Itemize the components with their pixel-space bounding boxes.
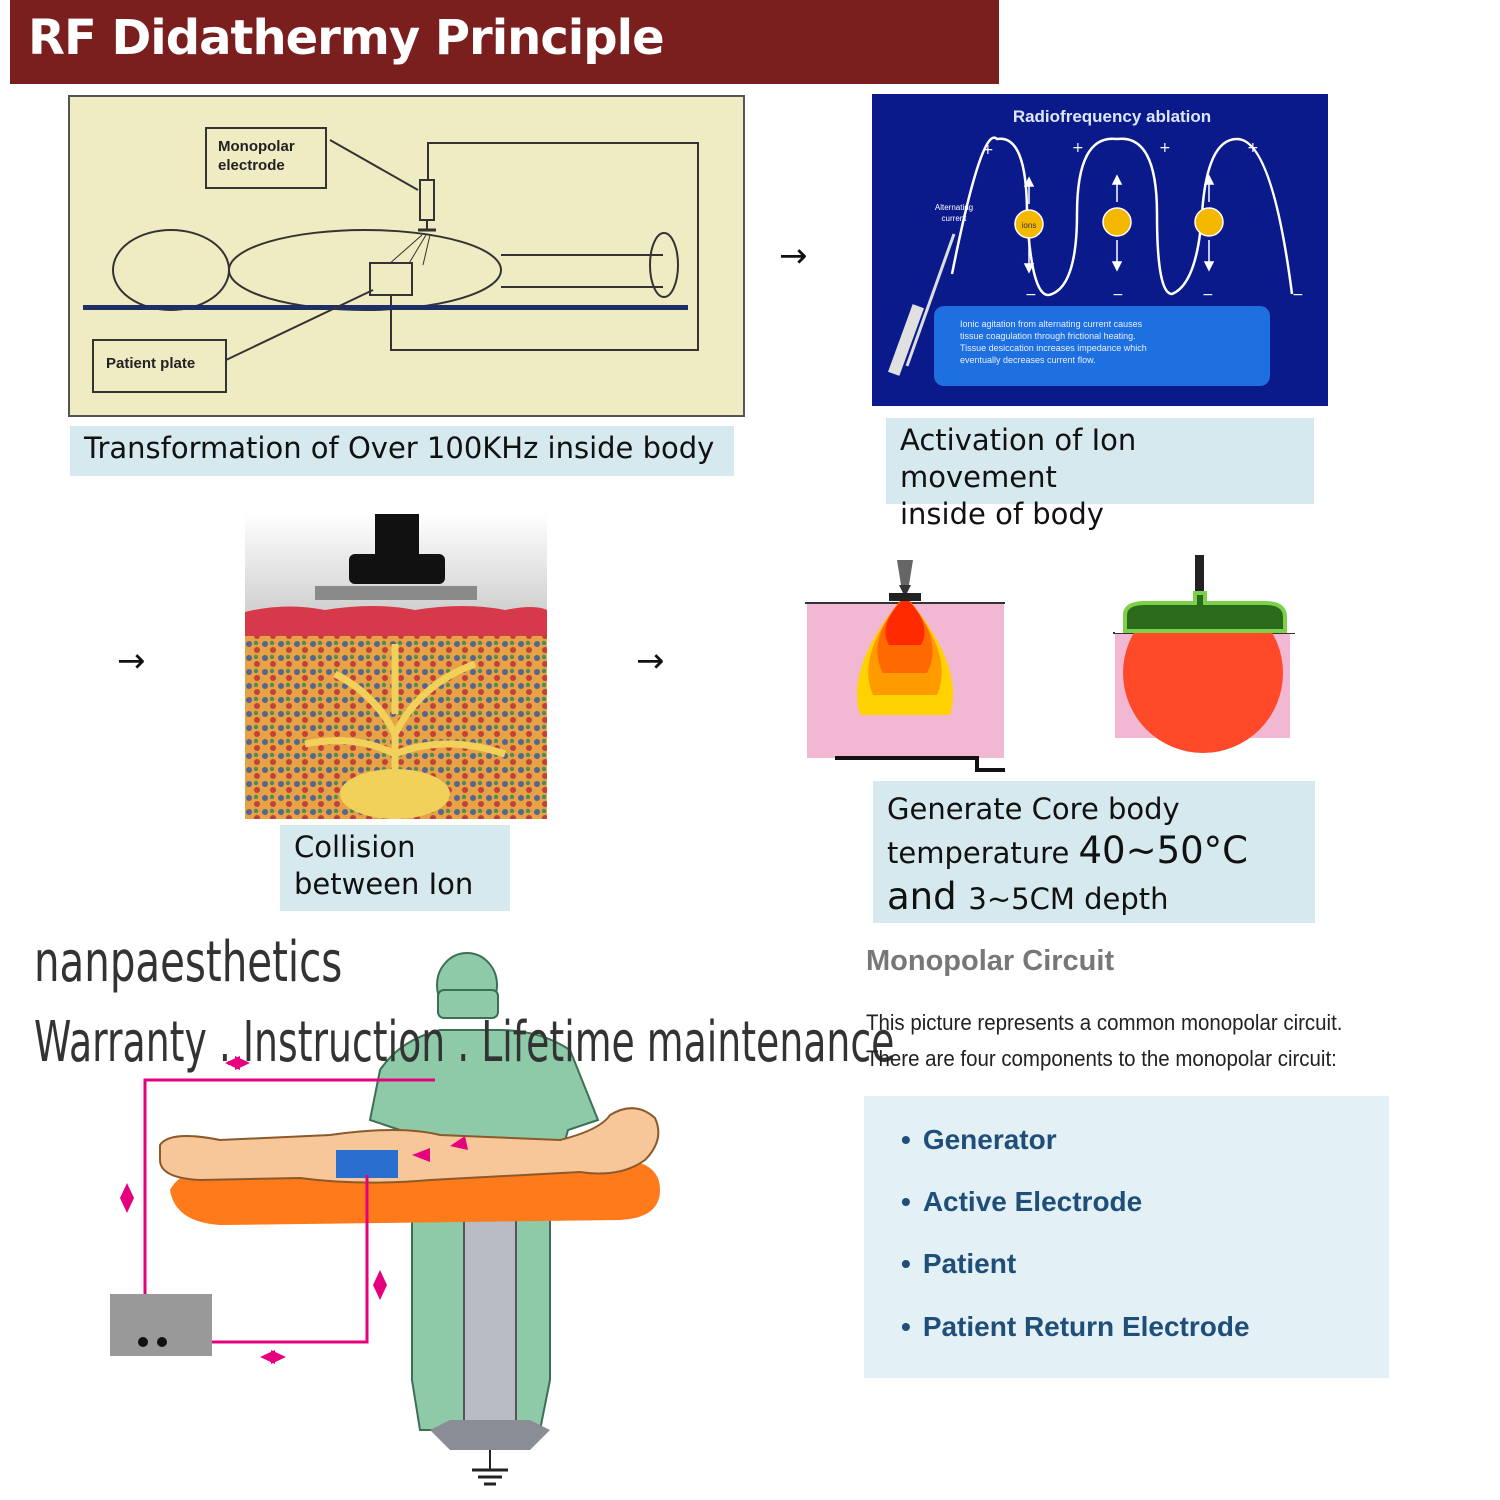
list-item: •Generator xyxy=(901,1124,1057,1155)
panel3-caption-line1: Collision xyxy=(294,830,416,864)
depth-value: 3~5CM depth xyxy=(968,882,1169,916)
svg-text:−: − xyxy=(1202,287,1214,303)
arrow-right-icon: → xyxy=(636,641,665,681)
svg-text:−: − xyxy=(1112,287,1124,303)
header-bar xyxy=(10,0,999,84)
ion-collision-illustration xyxy=(245,514,547,819)
alternating-label-2: current xyxy=(942,214,968,223)
page-title: RF Didathermy Principle xyxy=(28,10,665,66)
list-item: •Patient Return Electrode xyxy=(901,1311,1250,1342)
ion-label: ions xyxy=(1022,221,1037,230)
list-item: •Active Electrode xyxy=(901,1186,1143,1217)
panel2-caption: Activation of Ion movement inside of bod… xyxy=(886,418,1314,531)
panel4-caption-line1: Generate Core body xyxy=(887,792,1180,826)
svg-text:+: + xyxy=(1247,140,1259,156)
arrow-right-icon: → xyxy=(117,641,146,681)
arrow-right-icon: → xyxy=(779,236,808,276)
panel1-caption: Transformation of Over 100KHz inside bod… xyxy=(70,426,734,476)
monopolar-label-2: electrode xyxy=(218,157,285,174)
panel2-caption-line1: Activation of Ion movement xyxy=(900,423,1137,494)
components-list: •Generator •Active Electrode •Patient •P… xyxy=(864,1096,1389,1378)
monopolar-circuit-illustration xyxy=(100,950,680,1495)
description-line1: This picture represents a common monopol… xyxy=(866,1010,1343,1035)
ablation-title: Radiofrequency ablation xyxy=(1013,107,1211,126)
heat-depth-illustration xyxy=(805,555,1300,780)
panel3-caption: Collision between Ion xyxy=(280,825,510,911)
description-line2: There are four components to the monopol… xyxy=(866,1046,1337,1071)
svg-text:+: + xyxy=(982,142,994,158)
info-line-2: tissue coagulation through frictional he… xyxy=(960,331,1136,341)
alternating-label-1: Alternating xyxy=(935,203,973,212)
info-line-4: eventually decreases current flow. xyxy=(960,355,1096,365)
svg-text:+: + xyxy=(1159,140,1171,156)
monopolar-label-1: Monopolar xyxy=(218,138,295,155)
svg-text:−: − xyxy=(1025,287,1037,303)
svg-text:−: − xyxy=(1292,287,1304,303)
brand-tagline: Warranty . Instruction . Lifetime mainte… xyxy=(34,1010,895,1075)
info-line-3: Tissue desiccation increases impedance w… xyxy=(960,343,1147,353)
temperature-value: 40~50°C xyxy=(1078,829,1249,872)
monopolar-circuit-title: Monopolar Circuit xyxy=(866,945,1115,977)
panel4-caption-line3a: and xyxy=(887,875,969,918)
list-item: •Patient xyxy=(901,1248,1017,1279)
patient-plate-label: Patient plate xyxy=(106,355,195,372)
brand-name: nanpaesthetics xyxy=(34,930,343,995)
radiofrequency-ablation-diagram: Radiofrequency ablation + + + + − − − − … xyxy=(872,94,1328,406)
panel4-caption: Generate Core body temperature 40~50°C a… xyxy=(873,781,1315,923)
info-line-1: Ionic agitation from alternating current… xyxy=(960,319,1143,329)
panel4-caption-line2a: temperature xyxy=(887,836,1079,870)
panel2-caption-line2: inside of body xyxy=(900,497,1104,531)
panel3-caption-line2: between Ion xyxy=(294,867,474,901)
monopolar-circuit-description: This picture represents a common monopol… xyxy=(866,1005,1342,1077)
monopolar-schematic: Monopolar electrode Patient plate xyxy=(68,95,745,417)
svg-text:+: + xyxy=(1072,140,1084,156)
